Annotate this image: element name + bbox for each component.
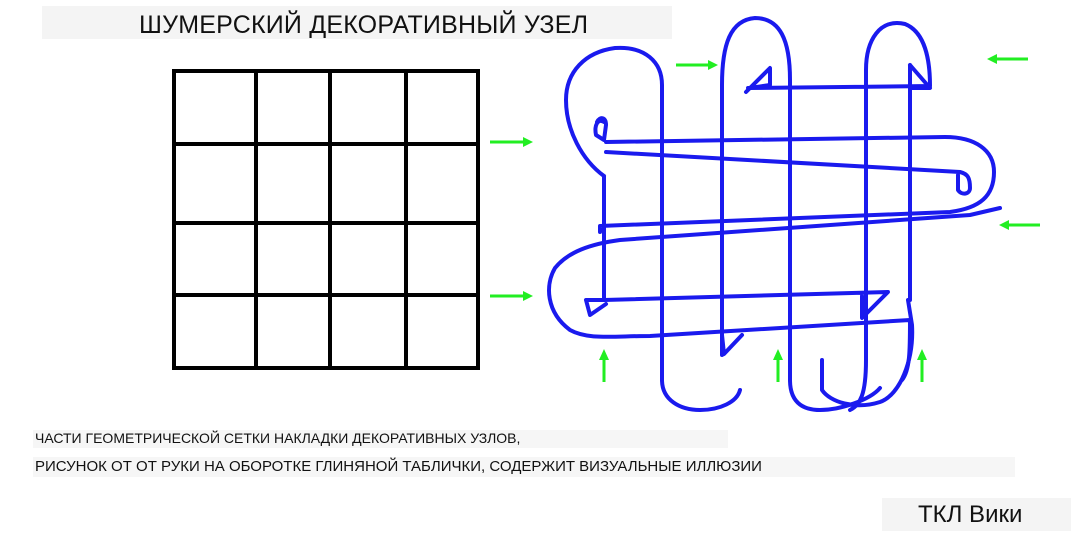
grid-border [172,69,480,370]
knot-strand-col2 [720,16,882,412]
arrow-right-lower-left [490,291,533,301]
diagram-title: ШУМЕРСКИЙ ДЕКОРАТИВНЫЙ УЗЕЛ [139,11,589,39]
arrow-right-upper-left [490,137,533,147]
arrow-right-top [676,60,718,70]
knot-strand-col1-down [660,96,742,412]
caption-line-2-background [33,457,1015,477]
knot-strand-col4 [820,298,915,408]
arrow-left-mid-right [999,220,1040,230]
geometric-grid [172,69,480,370]
knot-strand-col2-arrowhead [720,66,772,356]
arrow-left-top-right [987,54,1028,64]
arrow-up-3 [917,349,927,382]
decorative-knot [547,16,1002,412]
arrow-up-2 [773,349,783,382]
knot-strand-upper-horizontal [598,135,996,234]
credit-text: ТКЛ Вики [918,501,1023,528]
caption-line-1: ЧАСТИ ГЕОМЕТРИЧЕСКОЙ СЕТКИ НАКЛАДКИ ДЕКО… [35,430,521,446]
knot-strand-top-left-loop [564,45,664,302]
direction-arrows [490,54,1040,382]
title-banner: ШУМЕРСКИЙ ДЕКОРАТИВНЫЙ УЗЕЛ [42,6,672,39]
credit-banner [882,498,1071,531]
knot-strand-col3-arrowhead [908,63,932,302]
knot-strand-lower-horizontal [547,206,1002,382]
knot-strand-col3 [746,21,932,412]
caption-line-1-background [33,430,728,448]
caption-line-2: РИСУНОК ОТ ОТ РУКИ НА ОБОРОТКЕ ГЛИНЯНОЙ … [35,458,762,475]
arrow-up-1 [599,349,609,382]
knot-strand-upper-horizontal-inner [604,150,972,196]
